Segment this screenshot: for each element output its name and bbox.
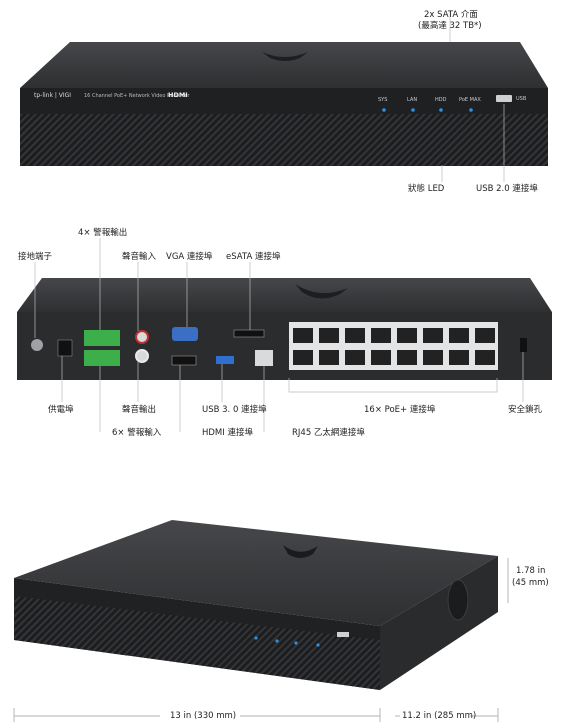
dim-width: 13 in (330 mm) bbox=[170, 711, 237, 721]
hdmi-logo: HDMI bbox=[168, 91, 188, 99]
audio-in-jack-icon bbox=[135, 330, 149, 344]
alarm-in-terminal bbox=[84, 350, 120, 366]
callout-lock: 安全鎖孔 bbox=[508, 405, 543, 415]
callout-hdmi: HDMI 連接埠 bbox=[202, 428, 253, 438]
vga-port-icon bbox=[172, 327, 198, 341]
iso-top bbox=[14, 520, 498, 626]
top-logo-emboss bbox=[262, 52, 308, 61]
callout-power: 供電埠 bbox=[48, 405, 74, 415]
iso-front-grille bbox=[14, 596, 380, 690]
callout-sata-sub: (最高達 32 TB*) bbox=[418, 21, 482, 31]
iso-side bbox=[380, 556, 498, 690]
perspective-view bbox=[13, 520, 509, 722]
power-jack-icon bbox=[57, 339, 73, 357]
led-sys-icon bbox=[382, 108, 386, 112]
callout-vga: VGA 連接埠 bbox=[166, 252, 213, 262]
top-logo-emboss bbox=[295, 284, 348, 299]
rear-top-panel bbox=[17, 278, 552, 312]
rear-view bbox=[17, 238, 552, 432]
led-lan-icon bbox=[411, 108, 415, 112]
esata-port-icon bbox=[233, 329, 265, 338]
rj45-port-icon bbox=[255, 350, 273, 366]
fan-vent-icon bbox=[447, 579, 469, 621]
callout-alarm-in: 6× 警報輸入 bbox=[112, 428, 162, 438]
rear-leader-lines bbox=[34, 238, 524, 432]
dim-height: 1.78 in bbox=[516, 566, 546, 576]
dimension-lines bbox=[13, 558, 509, 722]
usb-port-front-icon bbox=[496, 95, 512, 102]
model-text: 16 Channel PoE+ Network Video Recorder bbox=[84, 93, 190, 99]
lock-slot-icon bbox=[520, 338, 527, 352]
usb-port-icon bbox=[337, 632, 349, 637]
callout-usb20: USB 2.0 連接埠 bbox=[476, 184, 538, 194]
led-label-sys: SYS bbox=[378, 97, 388, 103]
callout-audio-in: 聲音輸入 bbox=[122, 252, 157, 262]
front-grille bbox=[20, 114, 548, 166]
poe-ports bbox=[293, 328, 495, 365]
front-view bbox=[20, 10, 548, 182]
ground-screw-icon bbox=[31, 339, 43, 351]
callout-rj45: RJ45 乙太網連接埠 bbox=[292, 428, 365, 438]
usb3-port-icon bbox=[216, 356, 234, 364]
callout-status-led: 狀態 LED bbox=[408, 184, 445, 194]
status-leds bbox=[382, 108, 473, 112]
led-hdd-icon bbox=[439, 108, 443, 112]
front-top-panel bbox=[20, 42, 548, 88]
audio-out-jack-icon bbox=[135, 349, 149, 363]
led-icon bbox=[275, 639, 279, 643]
callout-sata: 2x SATA 介面 bbox=[424, 10, 478, 20]
brand-logo: tp-link | VIGI bbox=[34, 92, 72, 99]
hdmi-port-icon bbox=[171, 355, 197, 366]
dim-depth: 11.2 in (285 mm) bbox=[402, 711, 477, 721]
dim-height-mm: (45 mm) bbox=[512, 578, 549, 588]
led-poe-icon bbox=[469, 108, 473, 112]
front-panel-strip bbox=[20, 88, 548, 114]
callout-ground: 接地端子 bbox=[18, 252, 53, 262]
led-label-lan: LAN bbox=[407, 97, 418, 103]
usb-port-label: USB bbox=[516, 96, 527, 102]
led-label-poe: PoE MAX bbox=[459, 97, 481, 103]
led-icon bbox=[316, 643, 320, 647]
callout-audio-out: 聲音輸出 bbox=[122, 405, 157, 415]
led-label-hdd: HDD bbox=[435, 97, 447, 103]
alarm-out-terminal bbox=[84, 330, 120, 346]
top-logo-emboss bbox=[283, 545, 318, 558]
callout-usb30: USB 3. 0 連接埠 bbox=[202, 405, 267, 415]
led-icon bbox=[254, 636, 258, 640]
callout-esata: eSATA 連接埠 bbox=[226, 252, 281, 262]
led-icon bbox=[294, 641, 298, 645]
callout-alarm-out: 4× 警報輸出 bbox=[78, 228, 128, 238]
callout-poe: 16× PoE+ 連接埠 bbox=[364, 405, 436, 415]
